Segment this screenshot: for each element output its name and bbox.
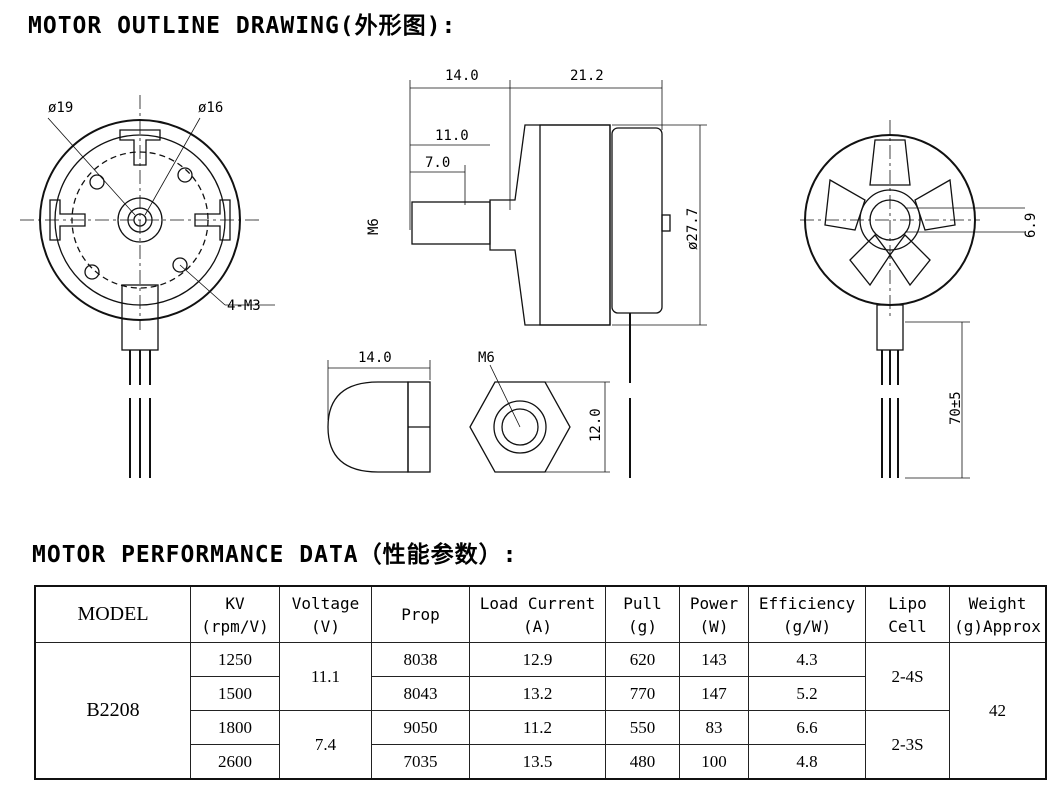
- voltage-cell: 11.1: [279, 642, 372, 711]
- header-kv: KV(rpm/V): [190, 585, 280, 643]
- header-voltage: Voltage(V): [279, 585, 372, 643]
- kv-cell: 1250: [190, 642, 280, 677]
- table-row: 1800 7.4 9050 11.2 550 83 6.6 2-3S: [35, 710, 1046, 780]
- dim-d27: ø27.7: [685, 208, 701, 250]
- performance-title: MOTOR PERFORMANCE DATA（性能参数）:: [32, 542, 518, 568]
- motor-rear-view: [800, 120, 1025, 479]
- current-cell: 12.9: [469, 642, 606, 677]
- dim-d16: ø16: [198, 100, 223, 116]
- header-weight: Weight(g)Approx: [949, 585, 1047, 643]
- prop-cell: 7035: [371, 744, 470, 780]
- pull-cell: 620: [605, 642, 680, 677]
- table-row: B2208 1250 11.1 8038 12.9 620 143 4.3 2-…: [34, 642, 1047, 780]
- efficiency-cell: 6.6: [748, 710, 866, 745]
- outline-title: MOTOR OUTLINE DRAWING(外形图):: [28, 13, 457, 39]
- motor-side-view: [409, 80, 707, 478]
- dim-6-9: 6.9: [1023, 213, 1039, 238]
- dim-nut-m6: M6: [478, 350, 495, 366]
- dim-len-11: 11.0: [435, 128, 469, 144]
- dim-len-14: 14.0: [445, 68, 479, 84]
- dim-m6: M6: [366, 218, 382, 235]
- pull-cell: 550: [605, 710, 680, 745]
- dim-len-7: 7.0: [425, 155, 450, 171]
- dim-nut-12: 12.0: [588, 408, 604, 442]
- current-cell: 13.2: [469, 676, 606, 711]
- model-cell: B2208: [34, 642, 191, 780]
- header-load-current: Load Current(A): [469, 585, 606, 643]
- current-cell: 13.5: [469, 744, 606, 780]
- weight-cell: 42: [949, 642, 1047, 780]
- kv-cell: 1800: [190, 710, 280, 745]
- current-cell: 11.2: [469, 710, 606, 745]
- dim-len-21: 21.2: [570, 68, 604, 84]
- motor-front-view: [20, 95, 275, 478]
- header-power: Power(W): [679, 585, 749, 643]
- motor-outline-drawing: ø19 ø16 4-M3 14.0 21.2 11.0 7.0 M6 ø27.7…: [20, 68, 1039, 479]
- prop-bullet-view: [327, 360, 431, 473]
- table-row: 2600 7035 13.5 480 100 4.8: [35, 744, 1046, 780]
- pull-cell: 480: [605, 744, 680, 780]
- kv-cell: 1500: [190, 676, 280, 711]
- prop-cell: 8043: [371, 676, 470, 711]
- header-pull: Pull(g): [605, 585, 680, 643]
- voltage-cell: 7.4: [279, 710, 372, 780]
- prop-nut-view: [469, 364, 610, 473]
- power-cell: 143: [679, 642, 749, 677]
- efficiency-cell: 4.8: [748, 744, 866, 780]
- dim-4-m3: 4-M3: [227, 298, 261, 314]
- dim-wire-length: 70±5: [948, 391, 964, 425]
- header-prop: Prop: [371, 585, 470, 643]
- dim-d19: ø19: [48, 100, 73, 116]
- prop-cell: 8038: [371, 642, 470, 677]
- header-model: MODEL: [34, 585, 191, 643]
- efficiency-cell: 4.3: [748, 642, 866, 677]
- lipo-cell: 2-4S: [865, 642, 950, 711]
- power-cell: 100: [679, 744, 749, 780]
- prop-cell: 9050: [371, 710, 470, 745]
- power-cell: 147: [679, 676, 749, 711]
- efficiency-cell: 5.2: [748, 676, 866, 711]
- lipo-cell: 2-3S: [865, 710, 950, 780]
- performance-table: MODEL KV(rpm/V) Voltage(V) Prop Load Cur…: [34, 585, 1047, 780]
- table-header-row: MODEL KV(rpm/V) Voltage(V) Prop Load Cur…: [34, 585, 1047, 643]
- header-efficiency: Efficiency(g/W): [748, 585, 866, 643]
- kv-cell: 2600: [190, 744, 280, 780]
- pull-cell: 770: [605, 676, 680, 711]
- dim-cap-14: 14.0: [358, 350, 392, 366]
- power-cell: 83: [679, 710, 749, 745]
